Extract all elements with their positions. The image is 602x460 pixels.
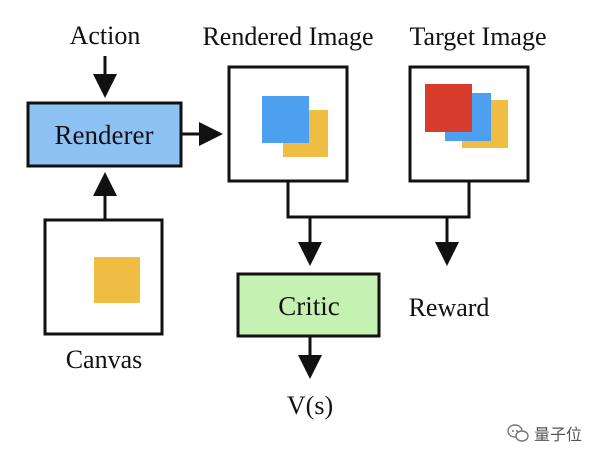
canvas-yellow-square (94, 257, 140, 303)
value-label: V(s) (287, 391, 333, 420)
reward-label: Reward (409, 293, 490, 322)
image-connector (286, 181, 471, 219)
rendered-blue-square (262, 96, 309, 143)
canvas-label: Canvas (66, 345, 143, 374)
renderer-label: Renderer (55, 120, 154, 150)
critic-label: Critic (278, 291, 340, 321)
rendered-image-label: Rendered Image (202, 22, 373, 51)
target-image-label: Target Image (409, 22, 546, 51)
wechat-icon (507, 424, 529, 442)
action-label: Action (70, 21, 141, 50)
critic-box (236, 272, 381, 338)
watermark-text: 量子位 (534, 425, 582, 444)
target-red-square (425, 84, 472, 132)
